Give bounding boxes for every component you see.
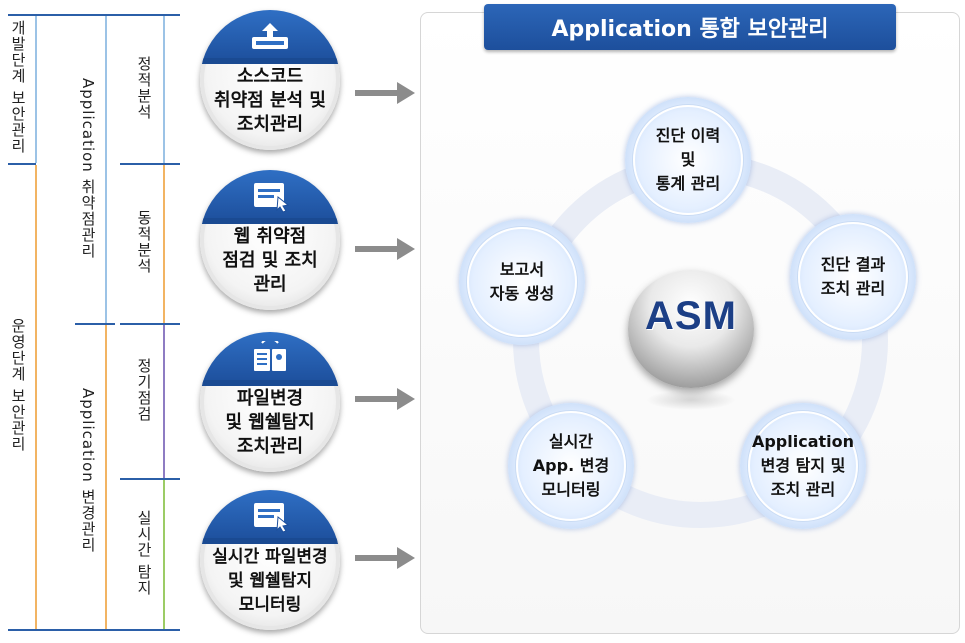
node-report-generation: 보고서 자동 생성 (459, 219, 585, 345)
method-periodic-label: 정기점검 (135, 358, 153, 422)
line-category-vuln (105, 16, 107, 323)
node-app-change-detect: Application 변경 탐지 및 조치 관리 (740, 403, 866, 529)
node-realtime-monitor-label: 실시간 App. 변경 모니터링 (532, 432, 610, 499)
line-method-realtime (163, 480, 165, 629)
asm-shadow (646, 390, 736, 410)
realtime-monitor-icon (254, 503, 290, 533)
web-scan-icon (254, 183, 290, 213)
line-method-periodic (163, 325, 165, 478)
node-report-generation-label: 보고서 자동 생성 (489, 260, 555, 303)
category-change-label: Application 변경관리 (79, 388, 97, 553)
asm-center-sphere: ASM (628, 270, 754, 388)
asm-center-label: ASM (645, 294, 737, 338)
node-diagnosis-result-label: 진단 결과 조치 관리 (820, 255, 886, 298)
arrow-right-icon (355, 388, 415, 410)
panel-title: Application 통합 보안관리 (484, 4, 896, 50)
divider-phase (8, 163, 36, 165)
node-app-change-detect-label: Application 변경 탐지 및 조치 관리 (751, 432, 855, 499)
line-phase-dev (35, 16, 37, 163)
badge-source-code: 소스코드 취약점 분석 및 조치관리 (200, 10, 340, 150)
badge-file-change-label: 파일변경 및 웹쉘탐지 조치관리 (225, 388, 315, 457)
category-vuln-label: Application 취약점관리 (79, 78, 97, 259)
divider-bottom (8, 629, 180, 631)
node-diagnosis-history: 진단 이력 및 통계 관리 (625, 97, 751, 223)
method-static-label: 정적분석 (135, 56, 153, 120)
file-change-icon (254, 341, 286, 371)
divider-method-2 (120, 323, 180, 325)
divider-method-3 (120, 478, 180, 480)
phase-dev-label: 개발단계 보안관리 (9, 20, 27, 154)
badge-realtime: 실시간 파일변경 및 웹쉘탐지 모니터링 (200, 490, 340, 630)
method-dynamic-label: 동적분석 (135, 210, 153, 274)
badge-web-vuln-label: 웹 취약점 점검 및 조치 관리 (222, 226, 318, 295)
divider-top (8, 14, 180, 16)
badge-source-code-label: 소스코드 취약점 분석 및 조치관리 (214, 66, 326, 135)
arrow-right-icon (355, 82, 415, 104)
phase-ops-label: 운영단계 보안관리 (9, 318, 27, 452)
node-diagnosis-history-label: 진단 이력 및 통계 관리 (655, 126, 721, 193)
badge-web-vuln: 웹 취약점 점검 및 조치 관리 (200, 170, 340, 310)
arrow-right-icon (355, 547, 415, 569)
badge-file-change: 파일변경 및 웹쉘탐지 조치관리 (200, 332, 340, 472)
badge-realtime-label: 실시간 파일변경 및 웹쉘탐지 모니터링 (212, 547, 328, 615)
divider-category (75, 323, 115, 325)
divider-method-1 (120, 163, 180, 165)
line-method-dynamic (163, 165, 165, 323)
node-diagnosis-result: 진단 결과 조치 관리 (790, 214, 916, 340)
method-realtime-label: 실시간 탐지 (135, 510, 153, 596)
line-method-static (163, 16, 165, 163)
line-phase-ops (35, 165, 37, 629)
node-realtime-monitor: 실시간 App. 변경 모니터링 (508, 403, 634, 529)
line-category-change (105, 325, 107, 629)
source-code-icon (252, 23, 288, 49)
arrow-right-icon (355, 238, 415, 260)
